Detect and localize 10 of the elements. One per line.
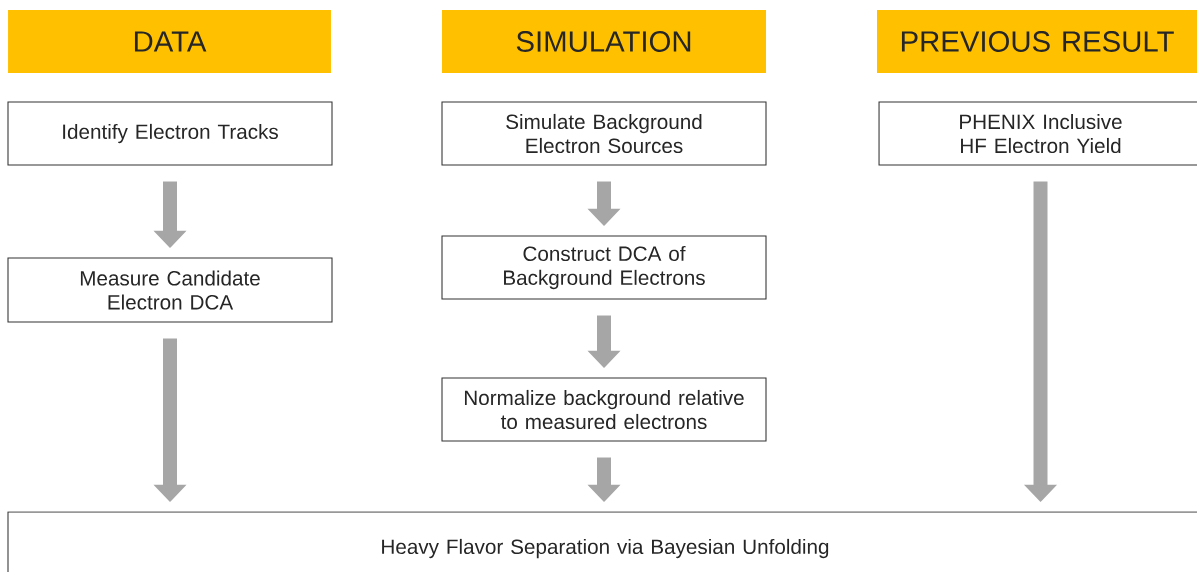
process-box: Normalize background relative to measured electrons — [441, 377, 767, 442]
header-band: SIMULATION — [442, 10, 766, 73]
process-box: Measure Candidate Electron DCA — [7, 257, 333, 323]
process-box: Heavy Flavor Separation via Bayesian Unfolding — [7, 511, 1197, 572]
header-band: PREVIOUS RESULT — [877, 10, 1197, 73]
process-box: Construct DCA of Background Electrons — [441, 235, 767, 300]
header-band: DATA — [8, 10, 331, 73]
process-box: Identify Electron Tracks — [7, 101, 333, 166]
process-box: Simulate Background Electron Sources — [441, 101, 767, 166]
process-box: PHENIX Inclusive HF Electron Yield — [878, 101, 1197, 166]
